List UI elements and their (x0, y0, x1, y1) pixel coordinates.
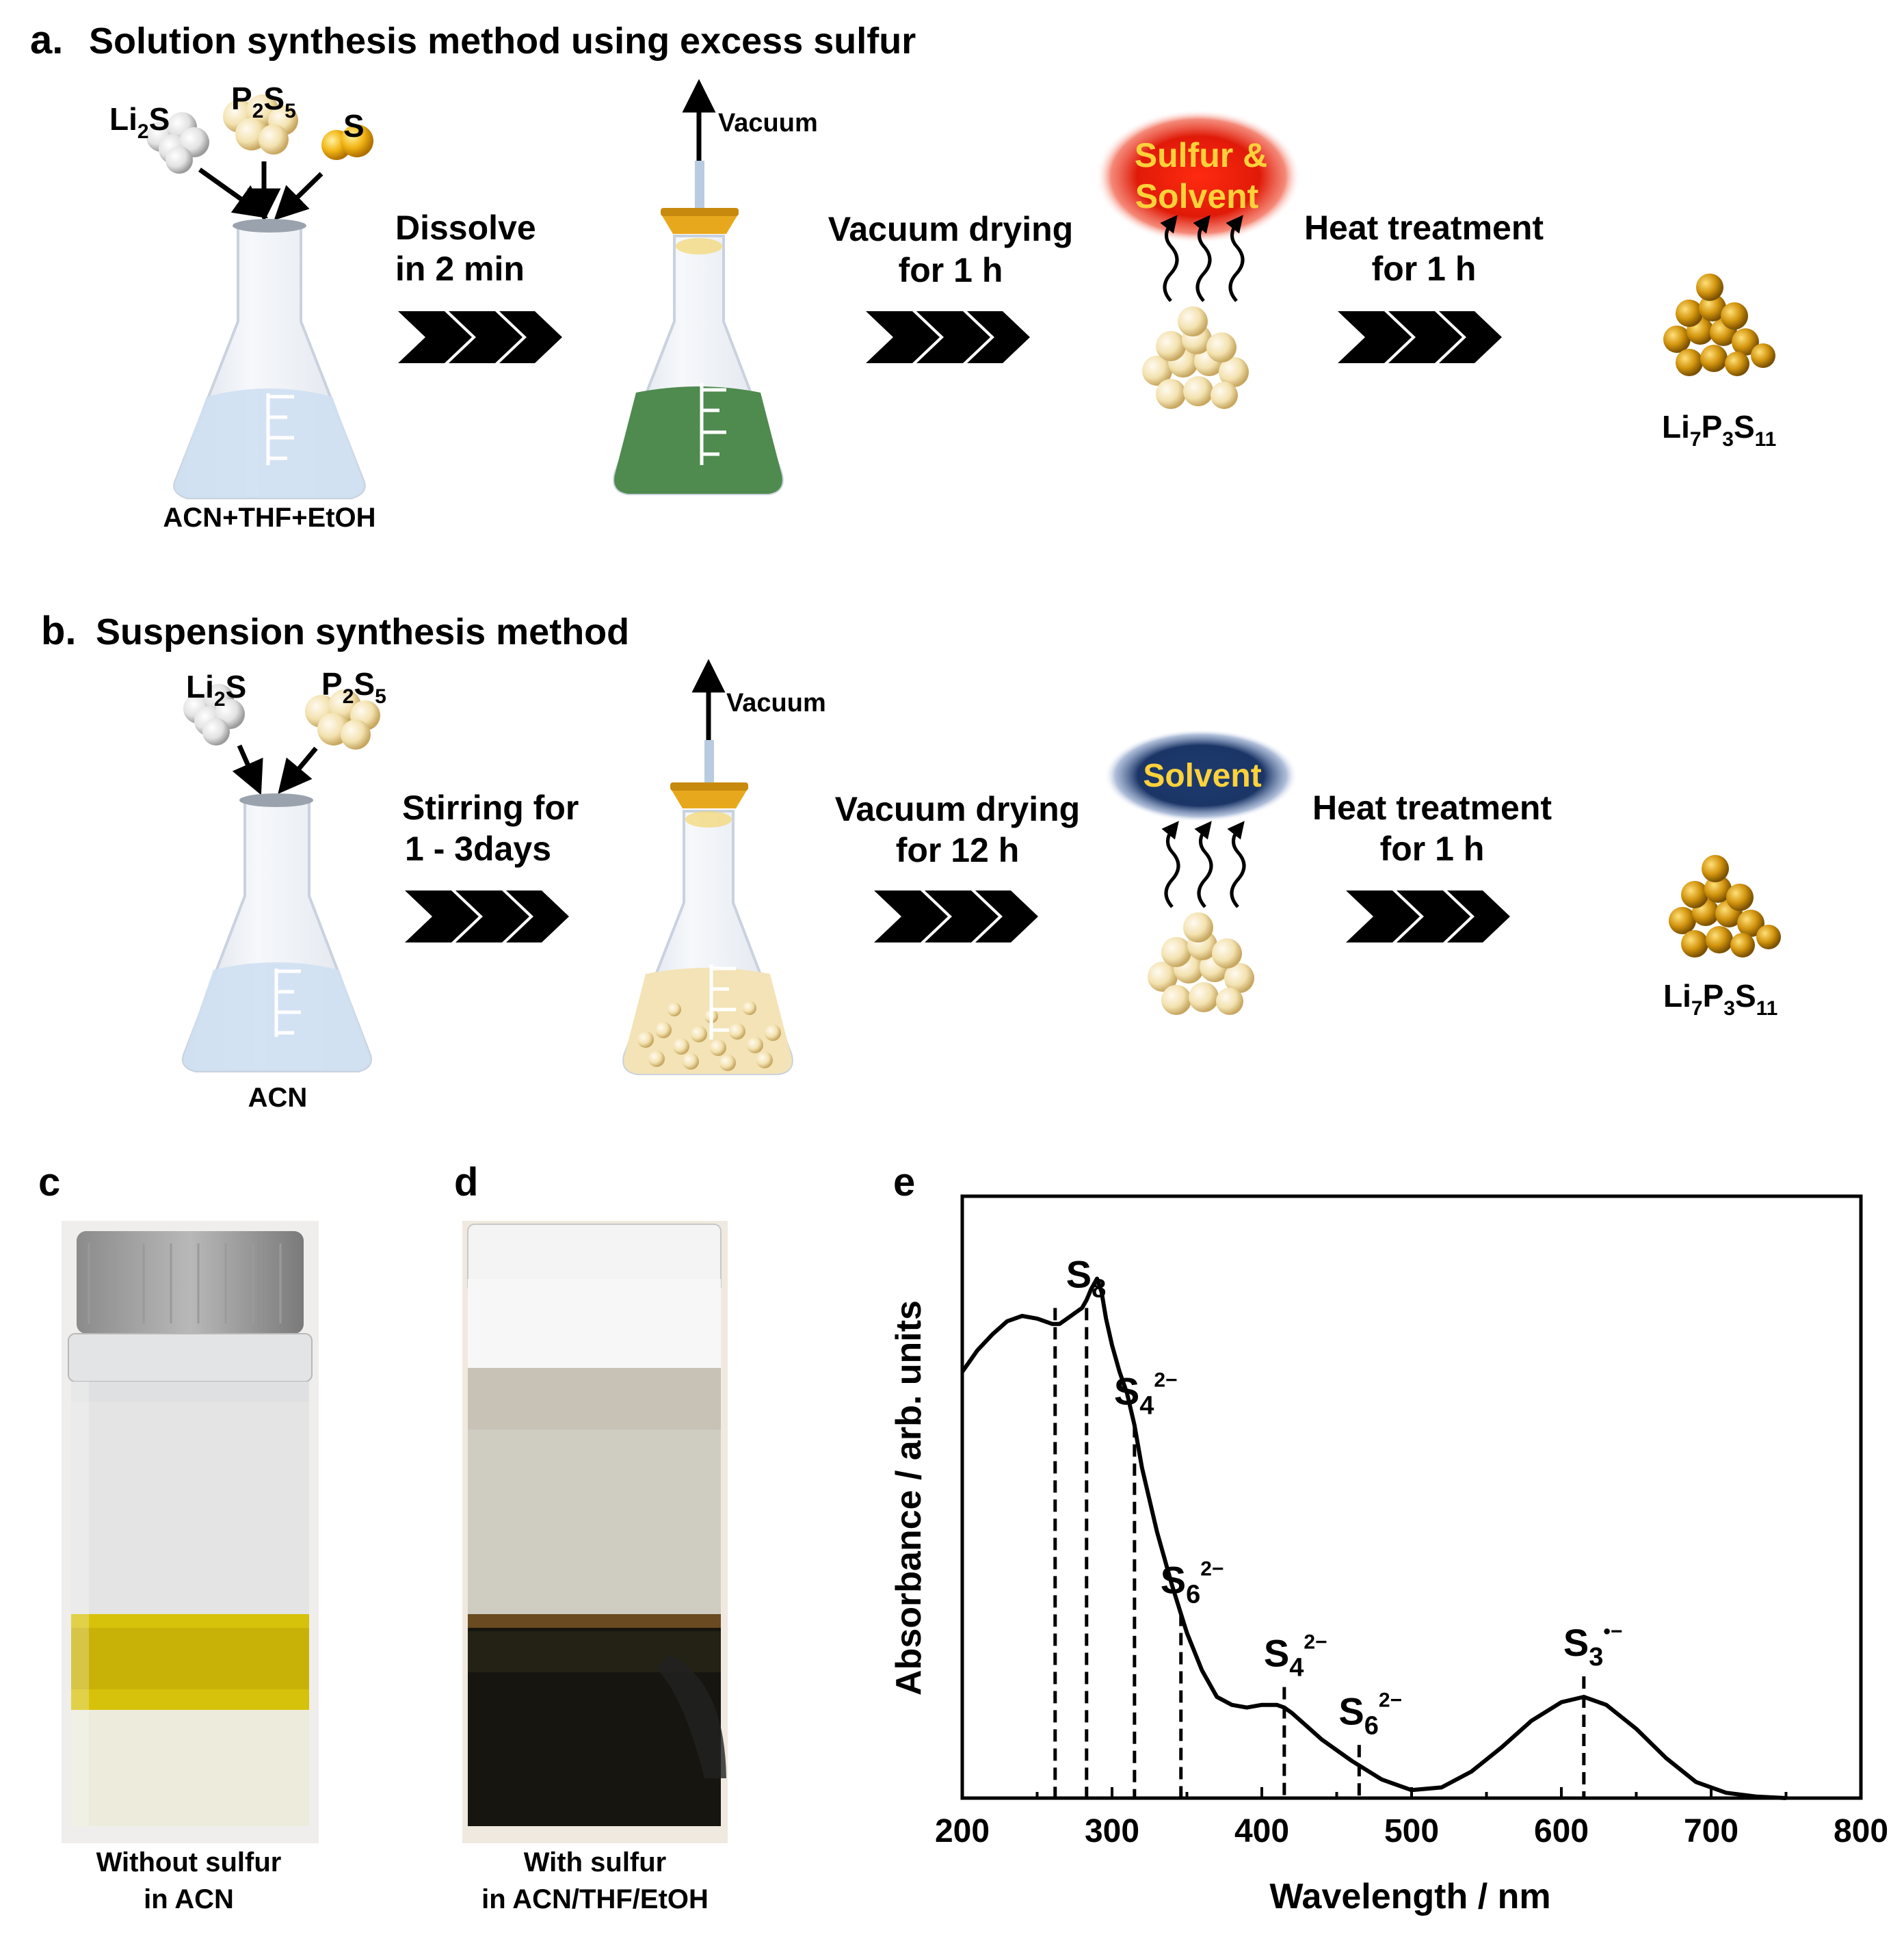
glow-text-solvent: Solvent (1143, 758, 1261, 794)
panel-b: b. Suspension synthesis method Li2S P2S5 (41, 609, 1781, 1113)
panel-c-letter: c (38, 1160, 60, 1204)
caption-c-line2: in ACN (144, 1884, 234, 1914)
caption-c-line1: Without sulfur (96, 1847, 282, 1877)
reagent-p2s5-label: P2S5 (231, 81, 296, 122)
x-tick-label: 800 (1834, 1813, 1888, 1849)
step-a1-line2: in 2 min (395, 250, 525, 288)
glow-text-line1: Sulfur & (1135, 136, 1267, 174)
x-tick-label: 400 (1234, 1813, 1289, 1849)
step-a3-line1: Heat treatment (1304, 209, 1544, 247)
reagent-p2s5-label: P2S5 (321, 666, 386, 708)
panel-b-letter: b. (41, 609, 77, 653)
step-b1-line1: Stirring for (402, 789, 579, 827)
step-b2-line2: for 12 h (896, 831, 1020, 869)
x-tick-label: 200 (935, 1813, 990, 1849)
powder-intermediate-b-icon (1148, 912, 1254, 1015)
li2s-spheres-icon (146, 112, 209, 174)
flask-b-solvent-label: ACN (248, 1083, 308, 1113)
solvent-glow (1104, 729, 1298, 822)
panel-c: c Without sulfur in ACN (38, 1160, 319, 1914)
vacuum-label-a: Vacuum (718, 109, 818, 137)
species-label: S3•− (1563, 1620, 1623, 1672)
product-label-a: Li7P3S11 (1662, 409, 1776, 451)
product-crystal-b-icon (1669, 855, 1781, 958)
species-label: S42− (1264, 1631, 1327, 1683)
reagent-sulfur-label: S (343, 108, 365, 144)
li2s-spheres-icon (183, 684, 245, 746)
panel-e: e Absorbance / arb. units Wavelength / n… (889, 1160, 1888, 1916)
panel-d: d With sulfur in ACN/THF/EtOH (454, 1160, 728, 1914)
absorbance-curve (960, 1276, 1786, 1800)
flask-solvent-a (173, 219, 366, 499)
chevron-arrows-icon (1346, 891, 1510, 942)
step-a1-line1: Dissolve (395, 209, 536, 247)
p2s5-spheres-icon (223, 94, 298, 155)
p2s5-spheres-icon (305, 689, 380, 750)
vial-photo-without-sulfur (62, 1221, 319, 1843)
species-label: S8 (1066, 1252, 1107, 1303)
caption-d-line2: in ACN/THF/EtOH (481, 1884, 709, 1914)
arrow-li2s-icon (198, 168, 268, 219)
arrow-p2s5-icon (278, 746, 318, 794)
sulfur-solvent-glow (1096, 109, 1301, 243)
evaporation-waves-icon (1161, 821, 1246, 908)
step-a2-line1: Vacuum drying (828, 210, 1073, 248)
step-a3-line2: for 1 h (1372, 250, 1477, 288)
step-b3-line2: for 1 h (1380, 830, 1485, 868)
species-label: S42− (1114, 1369, 1178, 1421)
step-a2-line2: for 1 h (899, 251, 1003, 289)
reagent-li2s-label: Li2S (109, 101, 170, 143)
chevron-arrows-icon (398, 311, 562, 363)
arrow-sulfur-icon (274, 172, 323, 221)
chevron-arrows-icon (405, 891, 569, 942)
x-tick-label: 300 (1085, 1813, 1139, 1849)
powder-intermediate-a-icon (1142, 306, 1249, 409)
panel-e-letter: e (893, 1160, 915, 1204)
y-axis-label: Absorbance / arb. units (889, 1300, 929, 1696)
chevron-arrows-icon (866, 311, 1030, 363)
flask-vacuum-a (613, 79, 784, 495)
chevron-arrows-icon (1338, 311, 1502, 363)
panel-a-letter: a. (30, 18, 63, 62)
flask-a-solvent-label: ACN+THF+EtOH (163, 503, 375, 533)
panel-a: a. Solution synthesis method using exces… (30, 18, 1776, 533)
panel-d-letter: d (454, 1160, 478, 1204)
chevron-arrows-icon (874, 891, 1038, 942)
x-tick-label: 500 (1384, 1813, 1439, 1849)
glow-text-line2: Solvent (1135, 177, 1259, 215)
panel-a-title: Solution synthesis method using excess s… (89, 21, 916, 62)
product-crystal-a-icon (1663, 274, 1775, 376)
vial-photo-with-sulfur (462, 1221, 728, 1843)
step-b2-line1: Vacuum drying (835, 790, 1080, 828)
panel-b-title: Suspension synthesis method (96, 611, 629, 652)
flask-solvent-b (182, 793, 372, 1072)
flask-vacuum-b (622, 659, 793, 1075)
species-label: S62− (1161, 1557, 1224, 1609)
product-label-b: Li7P3S11 (1663, 978, 1777, 1020)
arrow-li2s-icon (232, 744, 263, 795)
sulfur-spheres-icon (321, 124, 373, 160)
step-b3-line1: Heat treatment (1312, 789, 1552, 827)
x-axis-label: Wavelength / nm (1269, 1877, 1550, 1916)
step-b1-line2: 1 - 3days (405, 830, 551, 868)
species-label: S62− (1338, 1689, 1402, 1740)
x-tick-label: 600 (1534, 1813, 1589, 1849)
reagent-li2s-label: Li2S (186, 669, 246, 711)
x-tick-label: 700 (1684, 1813, 1738, 1849)
evaporation-waves-icon (1160, 215, 1245, 302)
caption-d-line1: With sulfur (524, 1847, 667, 1877)
vacuum-label-b: Vacuum (726, 689, 826, 717)
